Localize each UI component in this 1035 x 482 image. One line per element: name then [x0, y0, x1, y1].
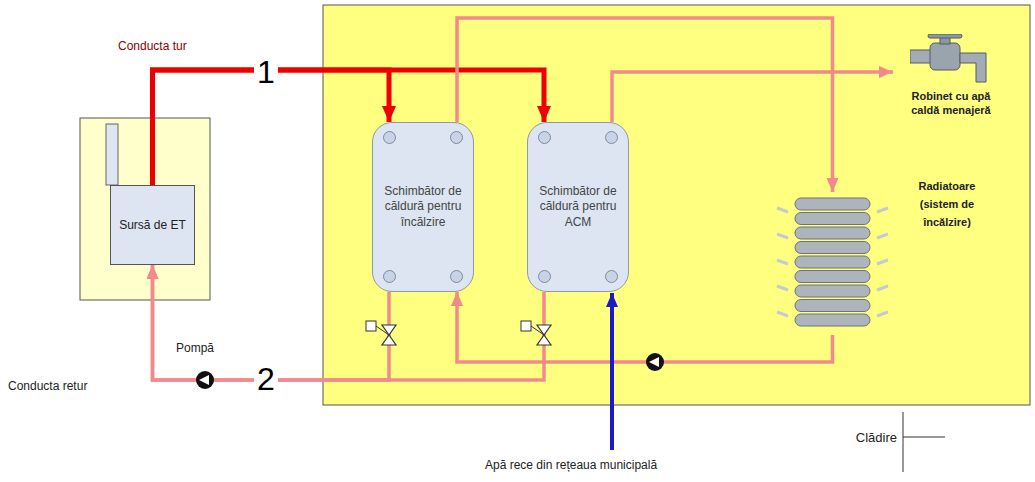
cold-water-pipe — [610, 293, 614, 450]
building-bracket — [903, 412, 945, 472]
callout-number-wrap: 2 — [254, 363, 278, 395]
pump-label: Pompă — [176, 341, 214, 355]
pipe-port — [450, 270, 463, 283]
heat-exchanger: Schimbător de căldură pentru ACM — [527, 122, 629, 292]
radiator-label-wrap: Radiatoare (sistem de încălzire) — [898, 176, 996, 230]
pipe-connector — [457, 18, 833, 192]
radiator-icon — [775, 192, 890, 335]
callout-number: 1 — [254, 56, 278, 88]
pipe-port — [383, 131, 396, 144]
node-label: Robinet cu apă caldă menajeră — [901, 90, 1001, 118]
node-label: Schimbător de căldură pentru încălzire — [379, 184, 467, 231]
node-label: Sursă de ET — [119, 218, 186, 233]
source-housing — [80, 118, 210, 300]
pipe-label: Apă rece din rețeaua municipală — [485, 458, 657, 472]
pipe-label: Conducta tur — [118, 39, 187, 53]
heat-source-box: Sursă de ET — [110, 185, 195, 265]
pump-symbol — [646, 353, 664, 371]
pump-label-wrap: Pompă — [176, 338, 214, 356]
hot-water-tap: Robinet cu apă caldă menajeră — [893, 30, 1005, 138]
pipe-label-wrap: Conducta tur — [118, 36, 187, 54]
valve-symbol — [366, 321, 396, 345]
node-label: Radiatoare (sistem de încălzire) — [919, 180, 976, 228]
radiator: Radiatoare (sistem de încălzire) — [775, 192, 890, 335]
pipe-connector — [153, 70, 545, 185]
pipe-label: Conducta retur — [8, 379, 87, 393]
callout-number-wrap: 1 — [254, 56, 278, 88]
pipe-port — [605, 131, 618, 144]
building-label-wrap: Clădire — [856, 428, 897, 446]
valve-symbol — [521, 321, 551, 345]
pipe-connector — [612, 72, 893, 122]
pipe-label-wrap: Conducta retur — [8, 376, 87, 394]
node-label: Schimbător de căldură pentru ACM — [534, 184, 622, 231]
chimney — [106, 124, 118, 185]
building: ClădireSchimbător de căldură pentru încă… — [323, 5, 1030, 405]
callout-number: 2 — [254, 363, 278, 395]
pipe-port — [538, 131, 551, 144]
pipe-port — [383, 270, 396, 283]
pipe-port — [605, 270, 618, 283]
pipe-label-wrap: Apă rece din rețeaua municipală — [485, 455, 657, 473]
building-area — [323, 5, 1030, 405]
pipe-port — [450, 131, 463, 144]
pipe-port — [538, 270, 551, 283]
building-label: Clădire — [856, 430, 897, 445]
heat-exchanger: Schimbător de căldură pentru încălzire — [372, 122, 474, 292]
faucet-icon — [910, 34, 992, 86]
pipe-connector — [457, 292, 833, 362]
pump-symbol — [196, 371, 214, 389]
